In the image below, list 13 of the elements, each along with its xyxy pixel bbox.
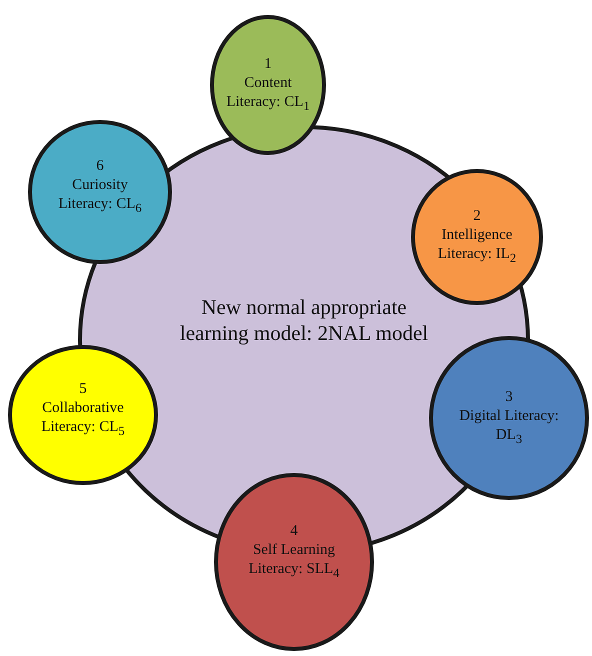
node-label: Curiosity Literacy: CL$_{6}$ [57, 176, 143, 217]
number-label: 4 [290, 522, 298, 542]
node-label: Self Learning Literacy: SLL$_{4}$ [248, 541, 340, 582]
node-label: Intelligence Literacy: IL$_{2}$ [436, 226, 518, 267]
node-label: New normal appropriate learning model: 2NAL model [179, 294, 429, 346]
number-label: 3 [505, 388, 513, 408]
number-label: 5 [79, 380, 87, 400]
number-label: 6 [96, 157, 104, 176]
number-label: 1 [264, 55, 272, 74]
node-label: Digital Literacy: DL$_{3}$ [459, 407, 559, 448]
number-label: 2 [473, 207, 481, 226]
node-label: Content Literacy: CL$_{1}$ [225, 74, 311, 115]
node-label: Collaborative Literacy: CL$_{5}$ [40, 399, 126, 440]
